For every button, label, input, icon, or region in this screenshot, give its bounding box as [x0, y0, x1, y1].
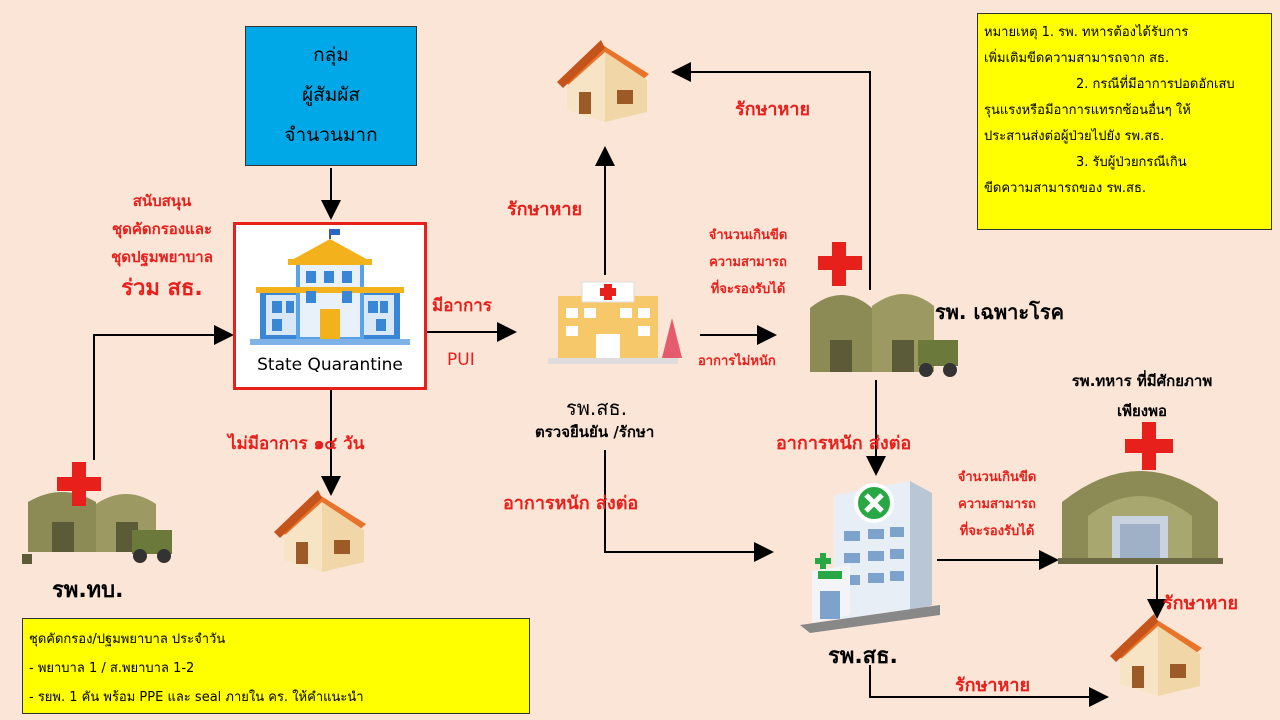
military-capable-text: รพ.ทหาร ที่มีศักยภาพ เพียงพอ — [1062, 366, 1222, 426]
contact-group-box: กลุ่ม ผู้สัมผัส จำนวนมาก — [245, 26, 417, 166]
note-bottom-line2: - พยาบาล 1 / ส.พยาบาล 1-2 — [29, 661, 195, 676]
overflow-text-2: จำนวนเกินขีด ความสามารถ ที่จะรองรับได้ — [942, 464, 1052, 545]
note-top-line5: ประสานส่งต่อผู้ป่วยไปยัง รพ.สธ. — [984, 129, 1165, 144]
moph-hospital-icon — [548, 281, 682, 364]
quarantine-building-icon — [250, 229, 410, 345]
moph-hospital-bottom-icon — [800, 481, 940, 633]
support-line3: ชุดปฐมพยาบาล — [111, 248, 213, 266]
severe-label-1: อาการหนัก ส่งต่อ — [776, 433, 912, 454]
severe-label-2: อาการหนัก ส่งต่อ — [503, 493, 639, 514]
note-box-top: หมายเหตุ 1. รพ. ทหารต้องได้รับการ เพิ่มเ… — [977, 13, 1272, 230]
moph-hospital-bottom-label: รพ.สธ. — [828, 644, 898, 669]
army-hospital-left-label: รพ.ทบ. — [52, 578, 124, 603]
house-icon-bottom-right — [1110, 614, 1202, 696]
overflow-2-line2: ความสามารถ — [958, 497, 1036, 512]
contact-group-line2: ผู้สัมผัส — [302, 84, 360, 106]
army-field-hospital-icon — [22, 462, 172, 564]
military-capable-line1: รพ.ทหาร ที่มีศักยภาพ — [1071, 372, 1213, 390]
note-bottom-line3: - รยพ. 1 คัน พร้อม PPE และ seal ภายใน คร… — [29, 690, 364, 705]
pui-label: PUI — [447, 350, 475, 370]
cured-label-right: รักษาหาย — [1163, 593, 1239, 614]
note-top-line3: 2. กรณีที่มีอาการปอดอักเสบ — [1076, 77, 1235, 92]
note-top-line4: รุนแรงหรือมีอาการแทรกซ้อนอื่นๆ ให้ — [984, 103, 1191, 118]
state-quarantine-label: State Quarantine — [257, 355, 403, 375]
overflow-2-line3: ที่จะรองรับได้ — [959, 524, 1035, 539]
moph-hospital-top-sub: ตรวจยืนยัน /รักษา — [535, 423, 655, 441]
note-box-bottom: ชุดคัดกรอง/ปฐมพยาบาล ประจำวัน - พยาบาล 1… — [22, 618, 530, 714]
note-bottom-line1: ชุดคัดกรอง/ปฐมพยาบาล ประจำวัน — [29, 632, 226, 647]
overflow-1-line2: ความสามารถ — [709, 255, 787, 270]
overflow-1-line1: จำนวนเกินขีด — [708, 228, 788, 243]
overflow-2-line1: จำนวนเกินขีด — [957, 470, 1037, 485]
state-quarantine-box: State Quarantine — [233, 222, 427, 390]
support-line2: ชุดคัดกรองและ — [111, 220, 213, 238]
note-top-line6: 3. รับผู้ป่วยกรณีเกิน — [1076, 155, 1187, 170]
contact-group-line1: กลุ่ม — [313, 44, 349, 66]
specialty-hospital-label: รพ. เฉพาะโรค — [935, 300, 1064, 324]
support-text: สนับสนุน ชุดคัดกรองและ ชุดปฐมพยาบาล ร่วม… — [92, 187, 232, 307]
overflow-text-1: จำนวนเกินขีด ความสามารถ ที่จะรองรับได้ — [693, 222, 803, 303]
no-symptom-label: ไม่มีอาการ ๑๔ วัน — [228, 434, 365, 454]
specialty-field-hospital-icon — [810, 242, 958, 377]
symptom-label: มีอาการ — [432, 296, 492, 316]
note-top-line1: หมายเหตุ 1. รพ. ทหารต้องได้รับการ — [984, 25, 1189, 40]
cured-label-top-left: รักษาหาย — [507, 199, 583, 220]
overflow-1-line3: ที่จะรองรับได้ — [710, 282, 786, 297]
contact-group-line3: จำนวนมาก — [284, 124, 378, 146]
support-line1: สนับสนุน — [132, 192, 192, 210]
mild-label: อาการไม่หนัก — [698, 354, 776, 369]
military-capable-line2: เพียงพอ — [1116, 402, 1168, 420]
support-line4: ร่วม สธ. — [121, 276, 203, 301]
note-top-line2: เพิ่มเติมขีดความสามารถจาก สธ. — [984, 51, 1170, 66]
military-hangar-icon — [1058, 422, 1223, 564]
house-icon-sq — [274, 490, 366, 572]
house-icon-top — [557, 40, 649, 122]
cured-label-top-right: รักษาหาย — [735, 99, 811, 120]
cured-label-bottom: รักษาหาย — [955, 675, 1031, 696]
moph-hospital-top-label: รพ.สธ. — [566, 396, 628, 420]
note-top-line7: ขีดความสามารถของ รพ.สธ. — [984, 181, 1147, 196]
